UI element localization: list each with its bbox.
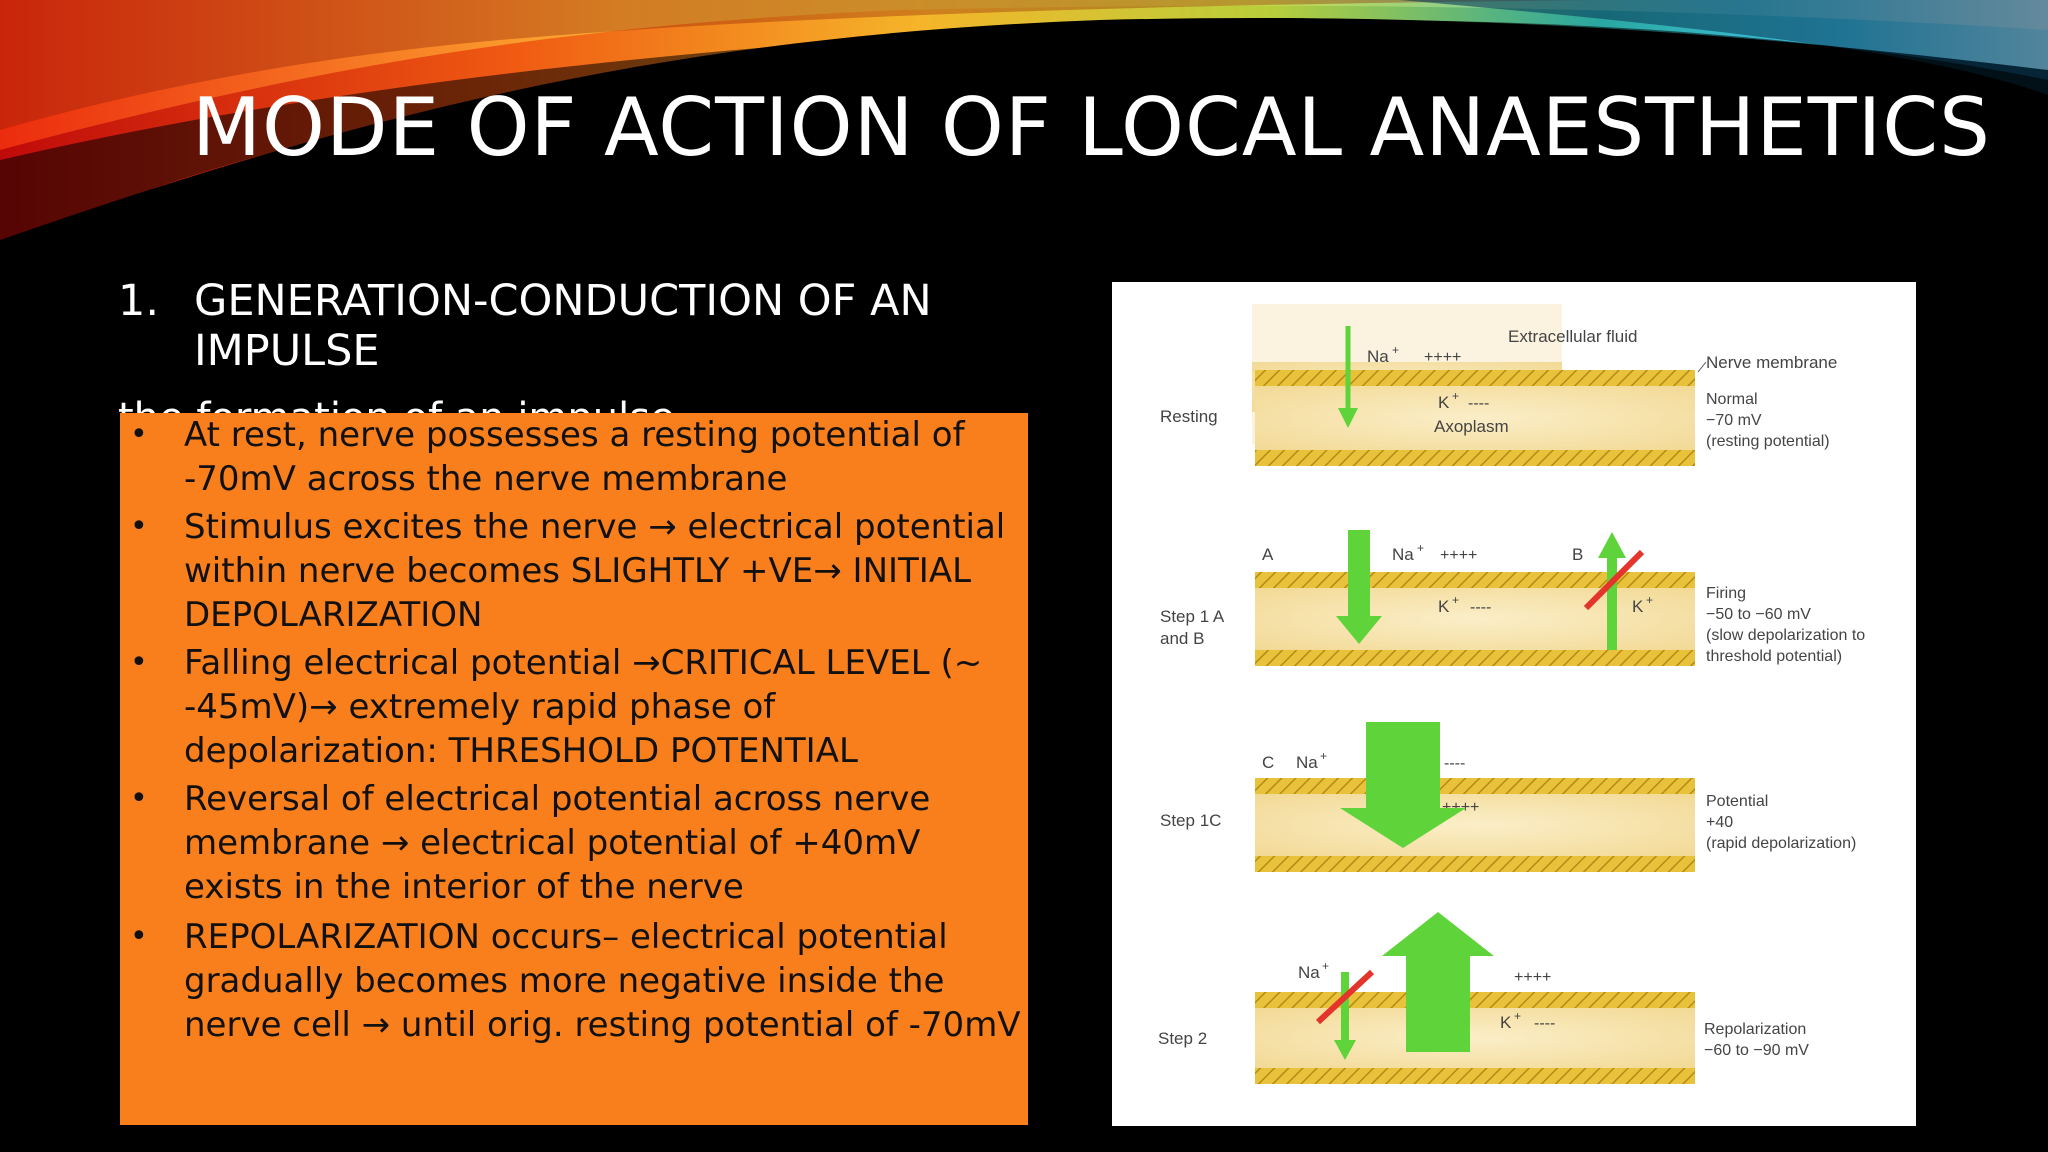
k-charge: + (1646, 593, 1653, 607)
axoplasm-area (1255, 794, 1695, 856)
stage-desc-line: Repolarization (1704, 1021, 1806, 1038)
bullet-text: Falling electrical potential →CRITICAL L… (184, 643, 983, 771)
stage-desc-line: (rapid depolarization) (1706, 835, 1856, 852)
stage-label: Resting (1160, 407, 1218, 426)
bullet-text: Reversal of electrical potential across … (184, 779, 931, 907)
na-arrow-head (1334, 1040, 1356, 1060)
heading-text: GENERATION-CONDUCTION OF AN IMPULSE (194, 276, 932, 376)
axoplasm-area (1255, 386, 1695, 450)
bullet-dot: • (130, 645, 148, 680)
bullet-dot: • (130, 417, 148, 452)
na-arrow-shaft (1366, 722, 1440, 812)
stage-desc-line: −50 to −60 mV (1706, 606, 1811, 623)
stage-desc-line: threshold potential) (1706, 648, 1842, 665)
stage-resting: Extracellular fluid Nerve membrane Na + … (1160, 304, 1837, 466)
na-arrow-head (1336, 616, 1382, 644)
membrane-bottom (1255, 856, 1695, 872)
stage-desc-line: Potential (1706, 793, 1768, 810)
stage-step-1ab: A B Na + ++++ K + ---- K + Step 1 A and … (1160, 530, 1865, 666)
stage-label: Step 1C (1160, 811, 1221, 830)
minus-charges: ---- (1468, 395, 1489, 412)
decorative-swoosh (0, 0, 2048, 251)
marker-a: A (1262, 545, 1274, 564)
bullet-item: • Stimulus excites the nerve → electrical… (130, 505, 1024, 637)
bullet-dot: • (130, 919, 148, 954)
diagram-svg: Extracellular fluid Nerve membrane Na + … (1158, 304, 1865, 1084)
bullet-dot: • (130, 781, 148, 816)
heading-number: 1. (118, 276, 160, 326)
na-arrow-shaft (1341, 972, 1349, 1042)
na-charge: + (1320, 749, 1327, 763)
extracellular-label: Extracellular fluid (1508, 327, 1637, 346)
marker-c: C (1262, 753, 1274, 772)
minus-charges: ---- (1534, 1015, 1555, 1032)
k-charge: + (1514, 1009, 1521, 1023)
k-label: K (1438, 597, 1450, 616)
k-charge: + (1452, 593, 1459, 607)
stage-desc-line: (resting potential) (1706, 433, 1830, 450)
k-charge: + (1452, 389, 1459, 403)
stage-desc-line: Firing (1706, 585, 1746, 602)
axoplasm-area (1255, 1008, 1695, 1068)
stage-desc-line: +40 (1706, 814, 1733, 831)
k-label: K (1632, 597, 1644, 616)
bullet-item: • Reversal of electrical potential across… (130, 777, 1024, 909)
membrane-bottom (1255, 1068, 1695, 1084)
k-arrow-head (1598, 532, 1626, 558)
stage-desc-line: Normal (1706, 391, 1758, 408)
na-charge: + (1392, 343, 1399, 357)
stage-desc-line: −60 to −90 mV (1704, 1042, 1809, 1059)
stage-label: Step 2 (1158, 1029, 1207, 1048)
nerve-membrane-diagram: Extracellular fluid Nerve membrane Na + … (1112, 282, 1916, 1126)
stage-step-2: Na + ++++ K + ---- Step 2 Repolarization… (1158, 912, 1809, 1084)
bullet-item: • At rest, nerve possesses a resting pote… (130, 413, 1024, 501)
axoplasm-area (1255, 588, 1695, 650)
membrane-bottom (1255, 450, 1695, 466)
obscured-text-line: the formation of an impulse (118, 396, 1018, 414)
k-blocked-mark (1583, 549, 1645, 611)
bullet-item: • Falling electrical potential →CRITICAL … (130, 641, 1024, 773)
nerve-membrane-label: Nerve membrane (1706, 353, 1837, 372)
stage-step-1c: C Na + ---- ++++ Step 1C Potential +40 (… (1160, 722, 1856, 872)
bullet-text: REPOLARIZATION occurs– electrical potent… (184, 917, 1021, 1045)
na-label: Na (1296, 753, 1318, 772)
stage-label-line: and B (1160, 629, 1204, 648)
slide-title: MODE OF ACTION OF LOCAL ANAESTHETICS (192, 81, 1991, 174)
membrane-top (1255, 992, 1695, 1008)
stage-desc-line: (slow depolarization to (1706, 627, 1865, 644)
bullet-text: At rest, nerve possesses a resting poten… (184, 415, 965, 499)
plus-charges: ++++ (1424, 349, 1461, 366)
axoplasm-label: Axoplasm (1434, 417, 1509, 436)
membrane-top (1255, 370, 1695, 386)
na-label: Na (1392, 545, 1414, 564)
plus-charges: ++++ (1514, 969, 1551, 986)
k-label: K (1500, 1013, 1512, 1032)
na-charge: + (1417, 541, 1424, 555)
plus-charges: ++++ (1440, 547, 1477, 564)
na-arrow-shaft (1348, 530, 1370, 620)
na-label: Na (1298, 963, 1320, 982)
na-charge: + (1322, 959, 1329, 973)
bullet-item: • REPOLARIZATION occurs– electrical poten… (130, 915, 1024, 1047)
membrane-top (1255, 572, 1695, 588)
minus-charges: ---- (1470, 599, 1491, 616)
membrane-top (1255, 778, 1695, 794)
stage-desc-line: −70 mV (1706, 412, 1762, 429)
na-blocked-mark (1315, 969, 1375, 1025)
bullet-text: Stimulus excites the nerve → electrical … (184, 507, 1006, 635)
marker-b: B (1572, 545, 1583, 564)
minus-charges: ---- (1444, 755, 1465, 772)
k-arrow-shaft (1406, 952, 1470, 1052)
na-arrow-head (1340, 808, 1466, 848)
bullet-dot: • (130, 509, 148, 544)
k-arrow-shaft (1607, 554, 1617, 650)
k-arrow-head (1382, 912, 1494, 956)
bullet-box: • At rest, nerve possesses a resting pote… (120, 413, 1028, 1125)
k-label: K (1438, 393, 1450, 412)
membrane-bottom (1255, 650, 1695, 666)
na-label: Na (1367, 347, 1389, 366)
na-arrow-head (1338, 408, 1358, 428)
stage-label-line: Step 1 A (1160, 607, 1225, 626)
